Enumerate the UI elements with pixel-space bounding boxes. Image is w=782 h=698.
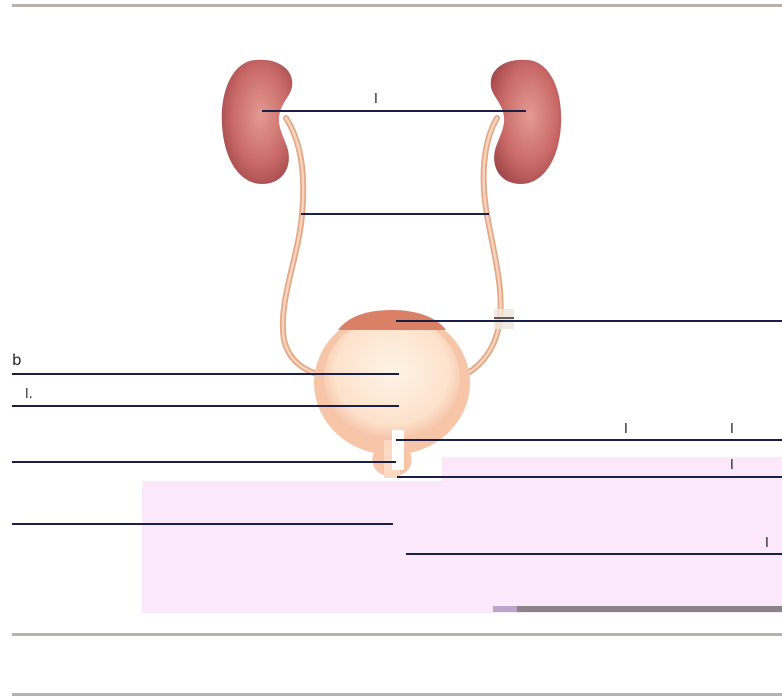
bladder-lumen — [324, 316, 460, 440]
right-label-fragment-2: I — [730, 422, 734, 437]
right-kidney — [491, 60, 561, 184]
left-label-fragment-b: b — [12, 351, 22, 369]
right-label-fragment-4: I — [765, 536, 769, 551]
pelvic-floor-bar — [517, 606, 782, 612]
right-label-fragment-3: I — [730, 458, 734, 473]
pelvic-floor-bar-edge — [493, 606, 517, 612]
left-kidney — [222, 60, 292, 184]
top-label-fragment: I — [374, 92, 378, 107]
left-label-fragment-l: l. — [25, 387, 33, 402]
bladder-neck-mask — [392, 430, 404, 470]
right-label-fragment-1: I — [624, 422, 628, 437]
